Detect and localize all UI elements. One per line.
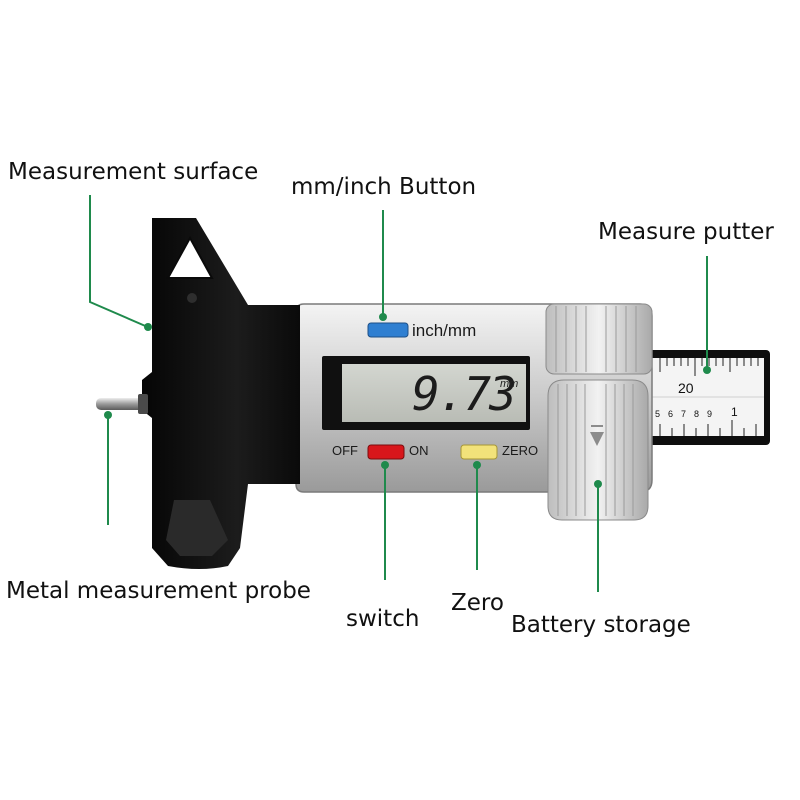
on-off-button[interactable] (367, 444, 405, 460)
label-measurement-surface: Measurement surface (8, 159, 259, 185)
scale-minor-number: 9 (707, 409, 713, 419)
scale-major-number: 20 (678, 380, 694, 396)
lcd-reading: 9.73 (412, 367, 517, 421)
scale-minor-number: 6 (668, 409, 674, 419)
metal-probe (96, 394, 148, 414)
zero-label: ZERO (502, 443, 539, 458)
zero-button[interactable] (460, 444, 498, 460)
callout-lines (89, 195, 708, 592)
callout-dots (104, 313, 711, 488)
scale-minor-number: 8 (694, 409, 700, 419)
inch-mm-label: inch/mm (412, 321, 477, 340)
scale-minor-number: 5 (655, 409, 661, 419)
inch-mm-button[interactable] (367, 322, 409, 338)
label-zero: Zero (451, 590, 504, 616)
callout-line-measurement-surface (89, 195, 151, 329)
on-label: ON (409, 443, 429, 458)
scale-minor-number: 1 (731, 405, 738, 419)
label-mm-inch-button: mm/inch Button (291, 174, 477, 200)
label-switch: switch (346, 606, 420, 632)
scale-minor-number: 7 (681, 409, 687, 419)
label-metal-probe: Metal measurement probe (6, 578, 311, 604)
label-battery-storage: Battery storage (511, 612, 691, 638)
measure-putter-bar (640, 350, 770, 445)
depth-head (142, 218, 300, 569)
label-measure-putter: Measure putter (598, 219, 774, 245)
lcd-window (322, 356, 530, 430)
off-label: OFF (332, 443, 358, 458)
lcd-unit: mm (500, 378, 519, 390)
